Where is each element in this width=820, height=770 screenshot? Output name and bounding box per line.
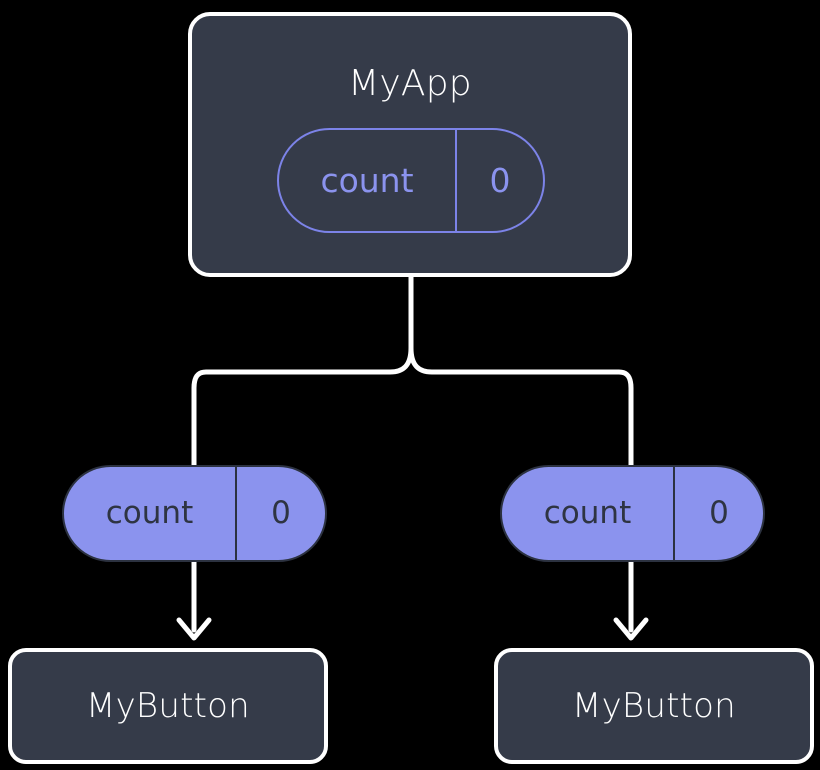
state-pill-key: count [543, 495, 632, 531]
state-pill-value: 0 [455, 130, 543, 231]
state-pill-value: 0 [673, 467, 763, 560]
component-label-mybutton: MyButton [86, 686, 250, 726]
connector-root-to-left-child [191, 274, 414, 468]
component-node-mybutton-right[interactable]: MyButton [494, 648, 814, 764]
component-label-myapp: MyApp [348, 63, 472, 104]
component-node-mybutton-left[interactable]: MyButton [8, 648, 328, 764]
state-pill-key: count [320, 161, 414, 200]
component-label-mybutton: MyButton [572, 686, 736, 726]
connector-root-to-right-child [408, 274, 634, 468]
state-pill-child-left-count[interactable]: count 0 [62, 465, 327, 562]
state-pill-value: 0 [235, 467, 325, 560]
state-pill-key: count [105, 495, 194, 531]
state-pill-child-right-count[interactable]: count 0 [500, 465, 765, 562]
arrowhead-right-down-icon [613, 617, 649, 641]
arrowhead-left-down-icon [176, 617, 212, 641]
state-pill-myapp-count[interactable]: count 0 [277, 128, 545, 233]
